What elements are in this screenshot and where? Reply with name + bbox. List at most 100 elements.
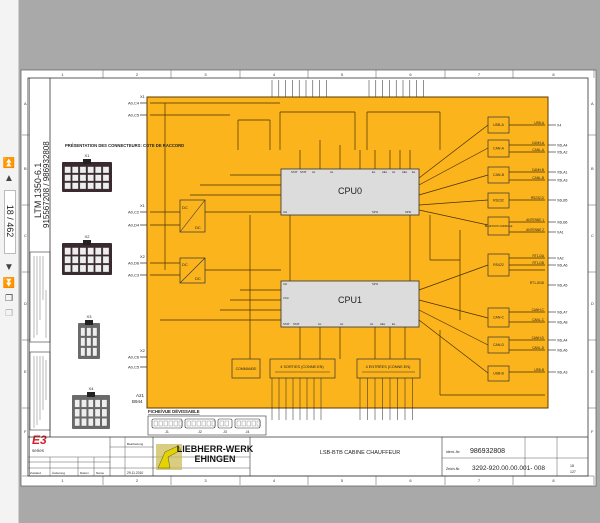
- right-pin-label: X6LA4: [557, 339, 568, 343]
- plug-pin: [173, 420, 178, 427]
- cpu0-pin-label: STAT: [291, 170, 298, 174]
- connector-pin: [79, 174, 87, 182]
- dc-converter-1: DC DC: [179, 199, 206, 233]
- outputs-label: 4 SORTIES (CONNE.EN): [280, 365, 324, 369]
- wire: [418, 264, 489, 291]
- connector-pin: [79, 182, 87, 190]
- connector-ref: X1: [140, 203, 146, 208]
- connector-pin: [87, 166, 94, 174]
- connector-pin: [94, 399, 101, 408]
- connector-pin: [87, 264, 94, 273]
- paste-page-icon[interactable]: ❐: [4, 308, 14, 318]
- connector-pin: [101, 408, 108, 417]
- connector-ref: X1: [140, 94, 146, 99]
- dc-label: DC: [182, 262, 188, 267]
- wire: [418, 174, 489, 196]
- row-letter: C: [591, 233, 594, 238]
- row-letter: B: [591, 166, 594, 171]
- connector-pin: [102, 256, 110, 264]
- connector-ref: X2: [140, 254, 146, 259]
- column-number: 1: [61, 72, 64, 77]
- column-number: 4: [273, 478, 276, 483]
- plug-pin: [246, 420, 251, 427]
- column-number: 7: [478, 72, 481, 77]
- connector-pin: [102, 247, 110, 255]
- prev-page-icon[interactable]: ▲: [4, 173, 14, 184]
- cpu0-pin-label: UH: [283, 210, 287, 214]
- plug-label: J3: [223, 430, 227, 434]
- plug-pin: [206, 420, 211, 427]
- cpu1-pin-label: STAT: [283, 322, 290, 326]
- title-block: Zustand Änderung Datum Name Bearbeitung …: [28, 436, 588, 476]
- left-pin-label: A0,C6: [128, 355, 140, 360]
- column-number: 3: [204, 72, 207, 77]
- usb-a-label: USB-A: [493, 123, 504, 127]
- connector-pin: [79, 247, 87, 255]
- left-pin-label: A0,D4: [128, 223, 140, 228]
- connector-pin: [87, 182, 94, 190]
- model-label: LTM 1350-6.1: [33, 163, 43, 218]
- connector-pin: [72, 166, 79, 174]
- copy-page-icon[interactable]: ❐: [4, 293, 14, 303]
- page-number-input[interactable]: 18 / 462: [4, 190, 16, 254]
- right-pin-label: X4: [557, 124, 561, 128]
- e3-logo: E3: [32, 433, 47, 447]
- can-b-label: CAN-B: [493, 173, 505, 177]
- plug-view-label: FICHE/VUE DÉVISSABLE: [148, 409, 200, 414]
- first-page-icon[interactable]: ⏫: [2, 158, 16, 169]
- inner-frame: [27, 77, 589, 477]
- connector-latch: [87, 392, 95, 397]
- cpu0-pin-label: Ex: [412, 170, 416, 174]
- cpu1-label: CPU1: [338, 295, 362, 305]
- rev-header: Änderung: [52, 471, 65, 475]
- top-pin-labels: [271, 80, 424, 110]
- cpu0-pin-label: Ex: [372, 170, 376, 174]
- connector-pin: [95, 166, 102, 174]
- connector-pin: [86, 347, 92, 357]
- cpu0-block: [280, 168, 420, 216]
- connector-pin: [81, 418, 87, 427]
- left-pin-label: A0,C3: [128, 273, 140, 278]
- plug-pin: [201, 420, 206, 427]
- connector-pin: [87, 247, 94, 255]
- column-number: 3: [204, 478, 207, 483]
- last-page-icon[interactable]: ⏬: [2, 278, 16, 289]
- bottom-pin-leads: [271, 378, 413, 420]
- cpu1-pin-label: Ax: [370, 322, 374, 326]
- right-pin-label: XA2: [557, 257, 564, 261]
- cpu0-label: CPU0: [338, 186, 362, 196]
- column-number: 5: [341, 72, 344, 77]
- plug-pin: [219, 420, 224, 427]
- connector-pin: [64, 166, 71, 174]
- connector-pin: [95, 264, 102, 273]
- plug-pin: [158, 420, 163, 427]
- cpu0-pin-label: STAT: [300, 170, 307, 174]
- connector-pin: [86, 337, 92, 347]
- column-number: 2: [136, 478, 139, 483]
- connector-latch: [83, 159, 91, 164]
- connector-pin: [64, 247, 71, 255]
- signal-label: ANTENNE 1: [526, 218, 544, 222]
- row-letter: D: [24, 301, 27, 306]
- next-page-icon[interactable]: ▼: [4, 262, 14, 273]
- cpu1-pin-label: SPI1: [372, 282, 379, 286]
- signal-label: CANL-C: [532, 318, 545, 322]
- ident-value: 986932808: [470, 448, 505, 455]
- connector-pin: [102, 182, 110, 190]
- signal-label: CANH-C: [532, 308, 545, 312]
- connector-pin: [87, 174, 94, 182]
- plug-label: J2: [198, 430, 202, 434]
- signal-label: RT1-GND: [530, 281, 545, 285]
- left-pin-label: A0,D6: [128, 261, 140, 266]
- right-pin-label: X6LA7: [557, 311, 568, 315]
- signal-label: USB-A: [534, 121, 545, 125]
- plug-pin: [168, 420, 173, 427]
- connector-pin: [64, 182, 71, 190]
- bluetooth-block: [487, 216, 510, 236]
- cpu1-pin-label: STAT: [293, 322, 300, 326]
- left-pin-labels: A0,C4A0,C5A0,C2A0,D4A0,D6A0,C3A0,C6A0,C5…: [128, 94, 147, 370]
- plug-pin: [241, 420, 246, 427]
- plug-pin: [236, 420, 241, 427]
